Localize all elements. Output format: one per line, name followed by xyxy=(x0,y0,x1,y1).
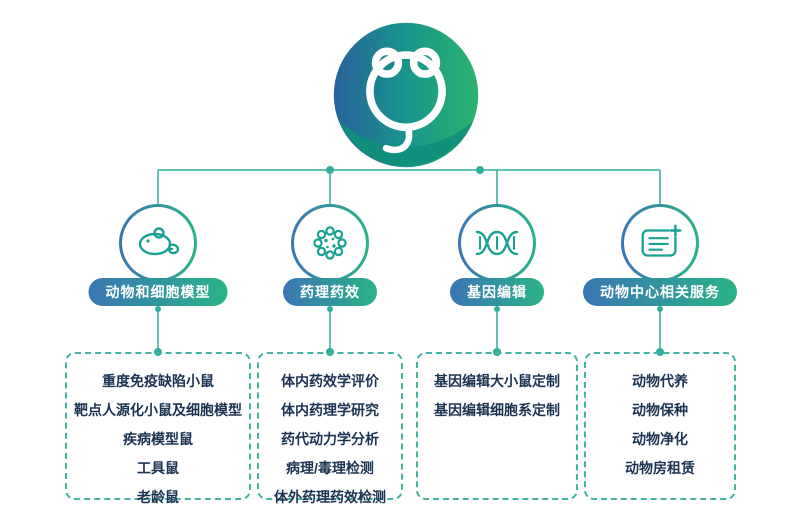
list-item: 药代动力学分析 xyxy=(281,431,379,447)
list-item: 动物房租赁 xyxy=(625,460,695,476)
mouse-logo xyxy=(333,22,479,168)
category-icon-circle xyxy=(621,204,699,282)
list-item: 工具鼠 xyxy=(137,460,179,476)
category-pill: 药理药效 xyxy=(283,278,377,306)
list-item: 重度免疫缺陷小鼠 xyxy=(102,373,214,389)
dna-icon xyxy=(475,230,519,256)
category-items-box: 基因编辑大小鼠定制 基因编辑细胞系定制 xyxy=(416,352,578,500)
category-items-box: 重度免疫缺陷小鼠 靶点人源化小鼠及细胞模型 疾病模型鼠 工具鼠 老龄鼠 xyxy=(65,352,251,505)
list-item: 老龄鼠 xyxy=(137,489,179,505)
list-item: 动物保种 xyxy=(632,402,688,418)
category-items-box: 动物代养 动物保种 动物净化 动物房租赁 xyxy=(584,352,736,500)
mouse-icon xyxy=(138,227,180,256)
list-item: 靶点人源化小鼠及细胞模型 xyxy=(74,402,242,418)
category-pill: 动物中心相关服务 xyxy=(583,278,737,306)
list-item: 体内药理学研究 xyxy=(281,402,379,418)
plus-card-icon xyxy=(641,224,682,257)
list-item: 病理/毒理检测 xyxy=(286,460,374,476)
category-icon-circle xyxy=(291,204,369,282)
list-item: 疾病模型鼠 xyxy=(123,431,193,447)
category-icon-circle xyxy=(458,204,536,282)
list-item: 动物净化 xyxy=(632,431,688,447)
category-items-box: 体内药效学评价 体内药理学研究 药代动力学分析 病理/毒理检测 体外药理药效检测 xyxy=(257,352,403,505)
list-item: 基因编辑大小鼠定制 xyxy=(434,373,560,389)
category-pill: 基因编辑 xyxy=(450,278,544,306)
list-item: 动物代养 xyxy=(632,373,688,389)
list-item: 基因编辑细胞系定制 xyxy=(434,402,560,418)
category-icon-circle xyxy=(119,204,197,282)
category-pill: 动物和细胞模型 xyxy=(88,278,228,306)
list-item: 体内药效学评价 xyxy=(281,373,379,389)
virus-icon xyxy=(313,226,347,260)
list-item: 体外药理药效检测 xyxy=(274,489,386,505)
